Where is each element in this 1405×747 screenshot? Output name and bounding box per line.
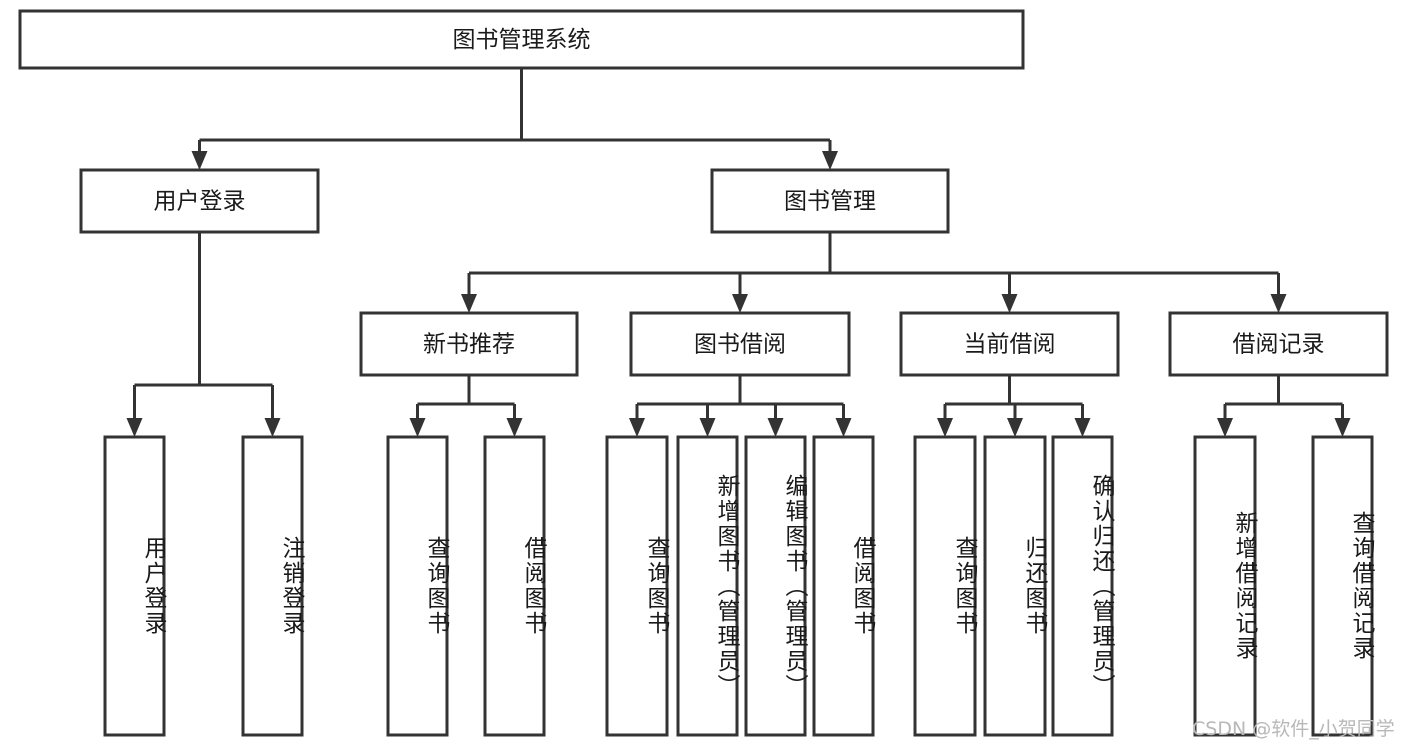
node-leaf-edit-book-admin[interactable]	[744, 435, 807, 737]
node-label-book-borrow: 图书借阅	[694, 332, 786, 358]
node-book-borrow[interactable]	[629, 311, 851, 377]
node-user-login[interactable]	[79, 168, 320, 234]
node-label-user-login: 用户登录	[154, 189, 246, 215]
node-label-book-management: 图书管理	[784, 189, 876, 215]
arrow-head-icon	[264, 418, 281, 437]
arrow-head-icon	[937, 418, 953, 437]
node-leaf-add-book-admin[interactable]	[676, 435, 739, 737]
arrow-head-icon	[1001, 294, 1018, 313]
arrow-head-icon	[1270, 294, 1287, 313]
arrow-head-icon	[506, 418, 523, 437]
arrow-head-icon	[767, 418, 784, 437]
csdn-watermark: CSDN @软件_小贺同学	[1192, 718, 1395, 740]
node-boxes	[18, 9, 1389, 737]
node-label-borrow-record: 借阅记录	[1233, 332, 1325, 358]
node-borrow-record[interactable]	[1168, 311, 1389, 377]
node-leaf-query-borrow-record[interactable]	[1311, 435, 1374, 737]
node-leaf-logout-login[interactable]	[241, 435, 304, 737]
node-leaf-borrow-book-2[interactable]	[812, 435, 875, 737]
arrow-head-icon	[1074, 418, 1091, 437]
arrow-head-icon	[732, 294, 748, 313]
arrow-head-icon	[409, 418, 426, 437]
arrow-head-icon	[191, 151, 208, 170]
node-leaf-confirm-return-admin[interactable]	[1051, 435, 1114, 737]
arrow-head-icon	[1217, 418, 1233, 437]
arrow-head-icon	[1334, 418, 1351, 437]
node-book-management[interactable]	[710, 168, 950, 234]
connector-lines	[126, 68, 1351, 437]
arrow-head-icon	[629, 418, 645, 437]
node-leaf-add-borrow-record[interactable]	[1193, 435, 1257, 737]
arrow-head-icon	[835, 418, 852, 437]
arrow-head-icon	[126, 418, 143, 437]
node-new-book-recommend[interactable]	[359, 311, 579, 377]
node-leaf-query-book-1[interactable]	[386, 435, 449, 737]
node-leaf-return-book[interactable]	[983, 435, 1047, 737]
node-leaf-query-book-3[interactable]	[913, 435, 977, 737]
arrow-head-icon	[822, 151, 838, 170]
node-leaf-query-book-2[interactable]	[605, 435, 669, 737]
node-label-system-title: 图书管理系统	[453, 27, 591, 53]
arrow-head-icon	[699, 418, 716, 437]
node-current-borrow[interactable]	[899, 311, 1120, 377]
node-label-new-book-recommend: 新书推荐	[423, 332, 515, 358]
node-leaf-user-login[interactable]	[103, 435, 166, 737]
node-leaf-borrow-book-1[interactable]	[483, 435, 546, 737]
node-label-current-borrow: 当前借阅	[964, 332, 1056, 358]
arrow-head-icon	[1007, 418, 1023, 437]
arrow-head-icon	[461, 294, 477, 313]
node-system-title[interactable]	[18, 9, 1025, 70]
